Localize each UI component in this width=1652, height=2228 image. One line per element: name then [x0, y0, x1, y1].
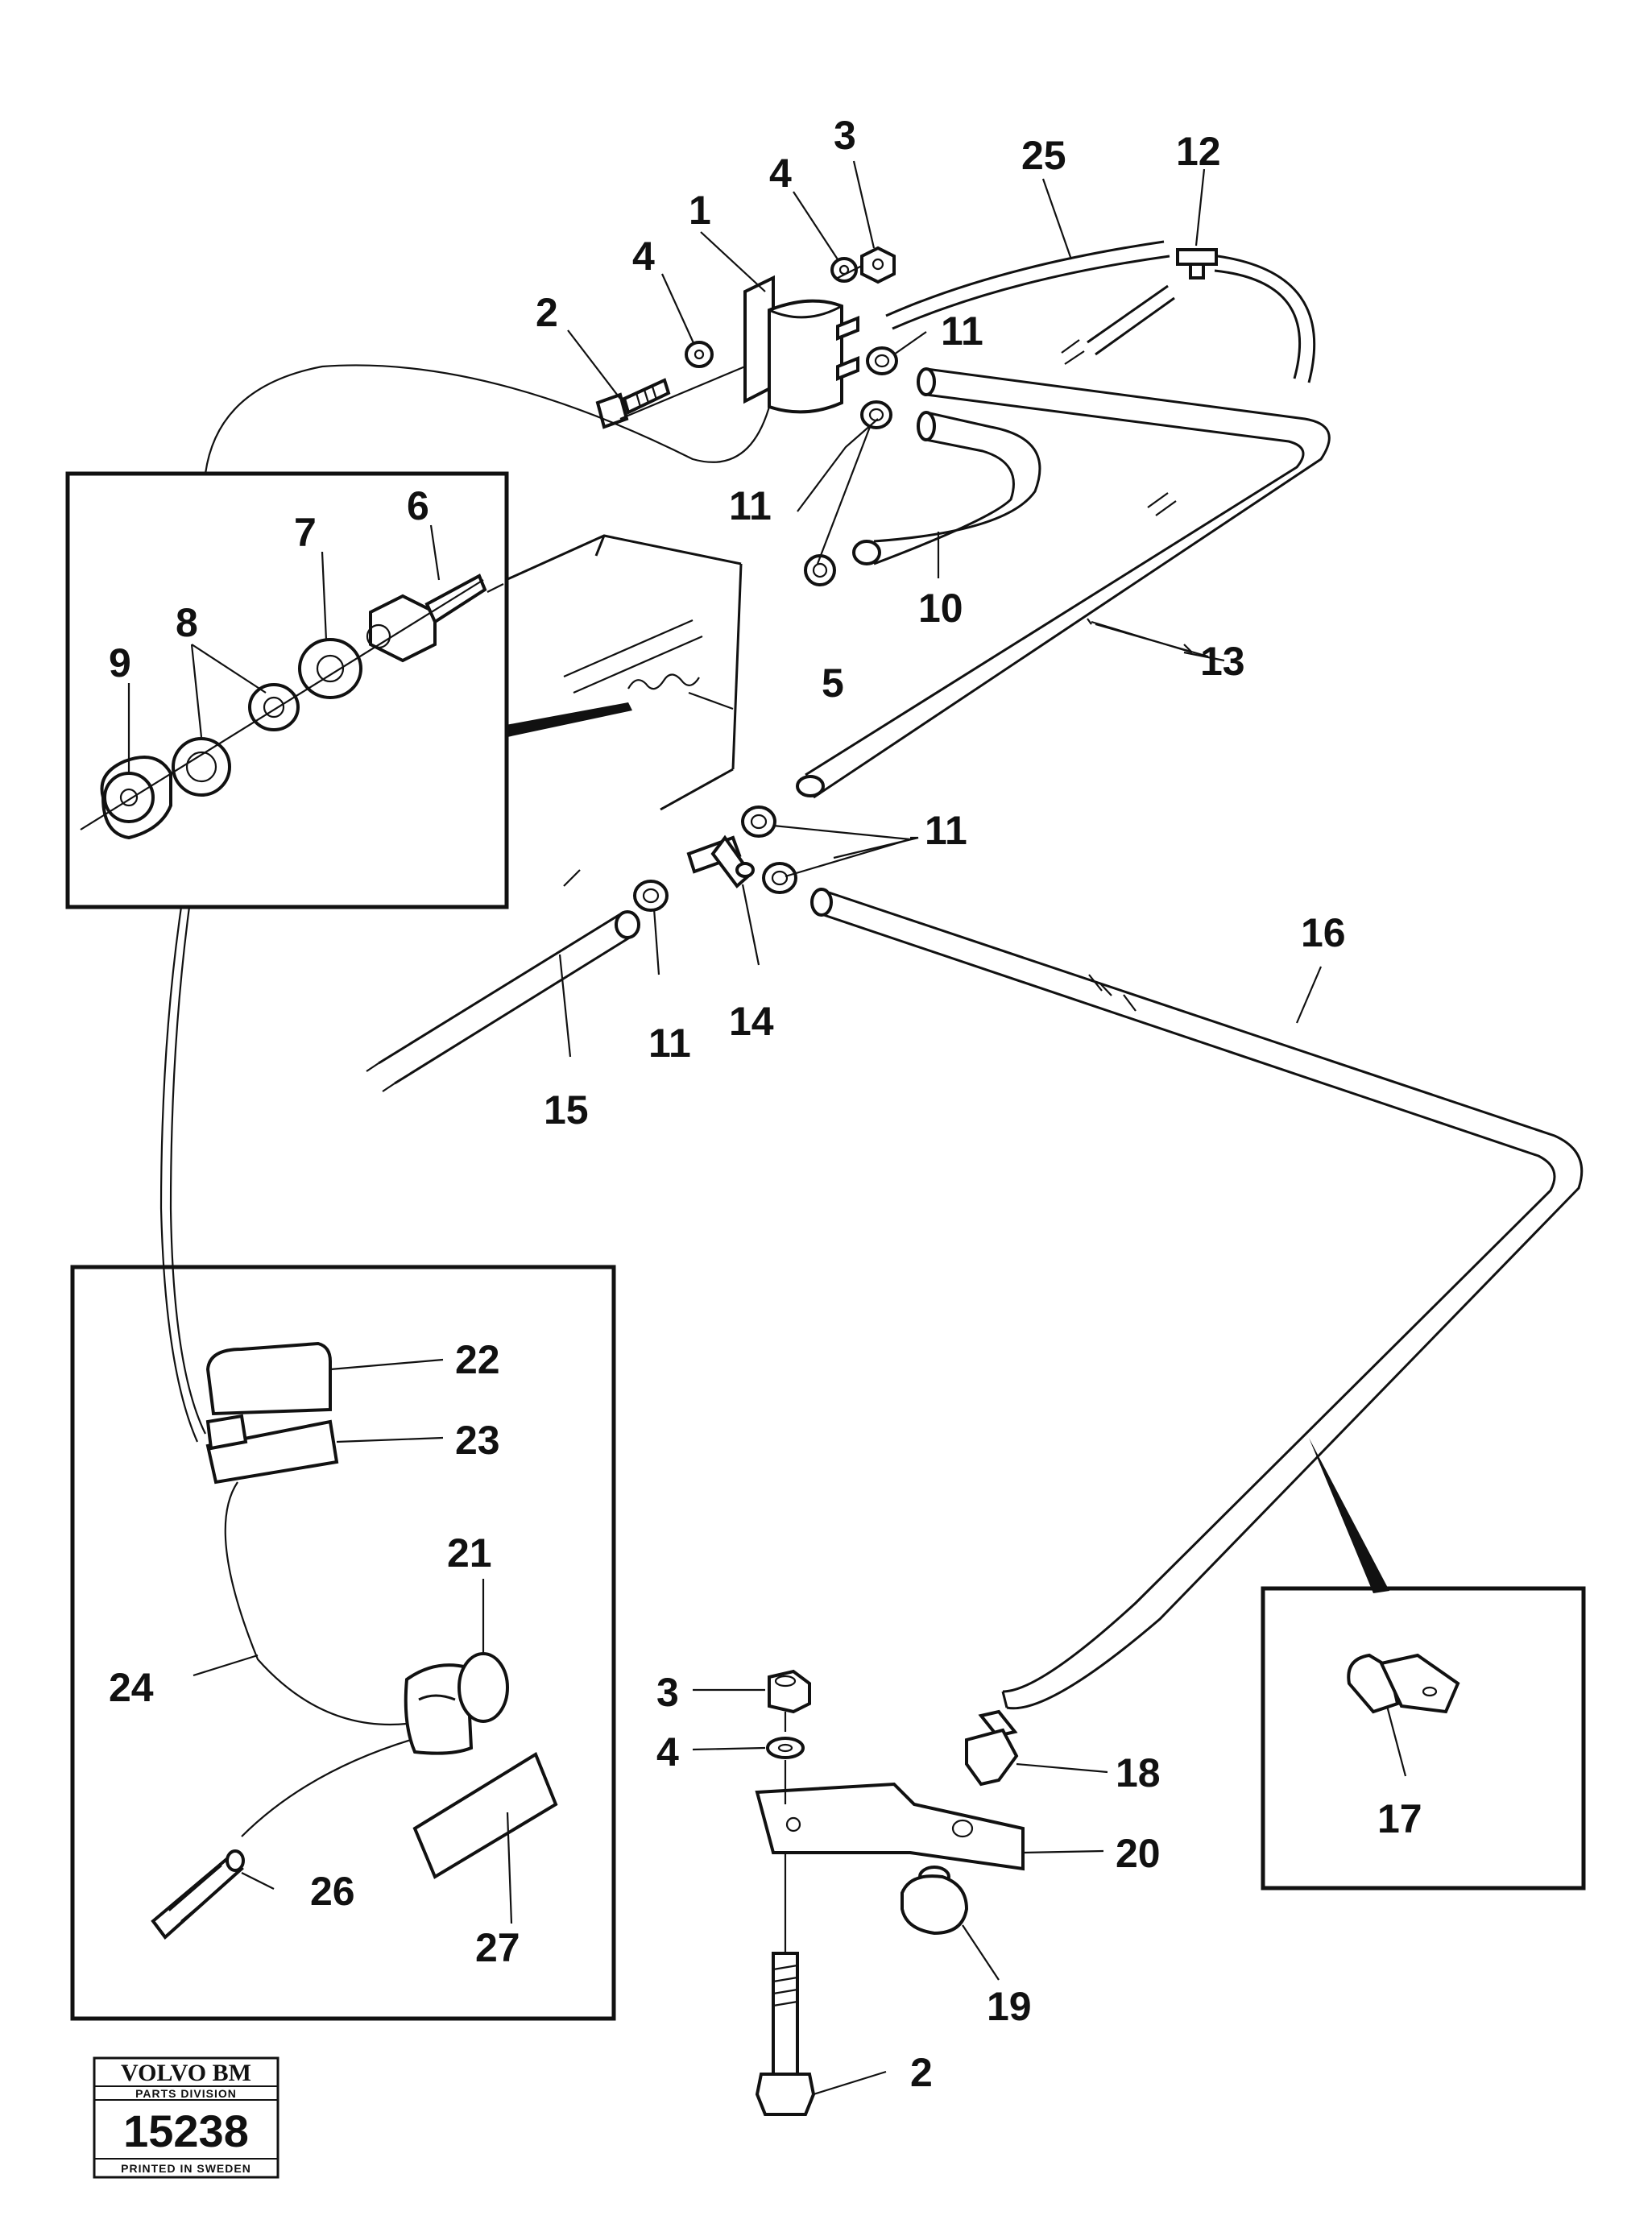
nut-3-upper — [860, 246, 896, 284]
connector-23 — [205, 1414, 339, 1485]
leader-wedge-17 — [1309, 1438, 1389, 1593]
callout-3-upper: 3 — [834, 113, 856, 158]
inset-box-clamp-detail — [1261, 1586, 1586, 1890]
tube-15 — [366, 910, 640, 1092]
callout-12: 12 — [1176, 129, 1221, 174]
tee-14 — [686, 834, 755, 888]
hose-10 — [852, 411, 1041, 565]
callout-11-top: 11 — [941, 309, 983, 354]
callout-8: 8 — [176, 600, 198, 645]
bracket-20 — [755, 1782, 1025, 1871]
callout-22: 22 — [455, 1337, 500, 1382]
terminal-26 — [151, 1849, 245, 1940]
callout-25: 25 — [1021, 133, 1066, 178]
assembly-axis-upper — [619, 265, 863, 420]
clamp-1 — [743, 275, 859, 414]
callout-11-left: 11 — [729, 483, 772, 528]
hose-clamp-11-a — [741, 805, 776, 838]
hose-clamp-11-mid — [860, 400, 892, 429]
callout-14: 14 — [729, 999, 774, 1044]
wire-lamp-to-clamp — [204, 364, 771, 474]
callout-2-lower: 2 — [910, 2050, 933, 2095]
grommet-19 — [901, 1866, 969, 1936]
callout-23: 23 — [455, 1418, 500, 1463]
callout-20: 20 — [1116, 1831, 1161, 1876]
leader-wedge-5 — [506, 702, 632, 737]
callout-17: 17 — [1377, 1796, 1422, 1841]
switch-21 — [404, 1652, 509, 1755]
nozzle-6 — [366, 574, 487, 663]
callout-4-upper-right: 4 — [769, 151, 792, 196]
wire-lamp-to-switch-2 — [169, 906, 206, 1435]
callout-4-upper-left: 4 — [632, 234, 655, 279]
clip-17 — [1347, 1653, 1460, 1714]
inset-box-switch-detail — [70, 1265, 616, 2021]
callout-26: 26 — [310, 1869, 355, 1914]
callout-1: 1 — [689, 188, 711, 233]
socket-9 — [100, 756, 172, 840]
hose-clamp-11-b — [762, 862, 797, 894]
grommet-8-small — [248, 683, 300, 731]
fitting-18 — [965, 1709, 1019, 1787]
callout-11-right: 11 — [925, 808, 967, 853]
callout-4-lower: 4 — [656, 1729, 679, 1775]
label-27 — [412, 1752, 558, 1879]
bolt-2-lower — [755, 1952, 816, 2116]
callout-5: 5 — [822, 661, 844, 706]
lamp-assembly-axis — [80, 579, 484, 830]
callout-15: 15 — [544, 1087, 589, 1133]
washer-4-upper-left — [685, 341, 714, 368]
tube-16 — [810, 888, 1584, 1710]
wire-lamp-to-switch — [159, 906, 199, 1443]
leader-8-split — [190, 644, 267, 738]
hose-clamp-11-low — [804, 554, 836, 586]
wire-26 — [241, 1738, 412, 1837]
callout-11-bottom: 11 — [648, 1021, 691, 1066]
callout-24: 24 — [109, 1665, 154, 1710]
hose-clamp-11-c — [633, 880, 669, 912]
callout-21: 21 — [447, 1530, 492, 1576]
washer-4-lower — [766, 1737, 805, 1759]
grommet-7 — [298, 638, 362, 699]
grommet-8-large — [172, 737, 231, 797]
callout-27: 27 — [475, 1925, 520, 1970]
tee-12 — [1176, 248, 1218, 280]
callout-7: 7 — [294, 510, 317, 555]
callout-18: 18 — [1116, 1750, 1161, 1795]
parts-division-stamp: VOLVO BM PARTS DIVISION 15238 PRINTED IN… — [93, 2056, 279, 2179]
nut-3-lower — [768, 1669, 811, 1714]
hose-25 — [885, 240, 1175, 365]
stamp-printed: PRINTED IN SWEDEN — [121, 2162, 251, 2175]
wire-24 — [224, 1481, 408, 1725]
connector-22 — [205, 1341, 332, 1416]
leader-lines — [127, 160, 1407, 2096]
callout-3-lower: 3 — [656, 1670, 679, 1715]
callout-13: 13 — [1200, 639, 1245, 684]
washer-4-upper — [830, 257, 858, 283]
callout-6: 6 — [407, 483, 429, 528]
callout-9: 9 — [109, 640, 131, 685]
tube-13 — [796, 367, 1331, 799]
callout-2-upper: 2 — [536, 290, 558, 335]
inset-box-lamp-detail — [65, 471, 509, 909]
reservoir-5 — [486, 534, 743, 887]
callout-16: 16 — [1301, 910, 1346, 955]
hose-clamp-11-top — [866, 346, 898, 375]
stamp-division: PARTS DIVISION — [135, 2087, 237, 2100]
hose-loop-12 — [1214, 255, 1316, 383]
stamp-brand: VOLVO BM — [121, 2060, 251, 2086]
callout-19: 19 — [987, 1984, 1032, 2029]
stamp-number: 15238 — [123, 2106, 249, 2156]
callout-10: 10 — [918, 586, 963, 631]
